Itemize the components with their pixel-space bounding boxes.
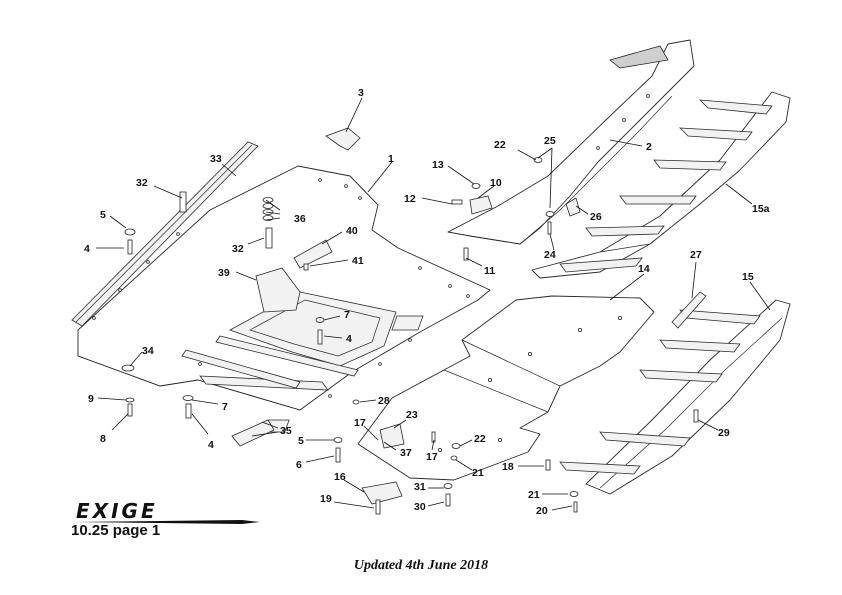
callout-19: 19: [320, 493, 332, 505]
callout-31: 31: [414, 481, 426, 493]
callout-24: 24: [544, 249, 556, 261]
side-sill-strip: [71, 141, 259, 327]
callout-32a: 32: [136, 177, 148, 189]
callout-9: 9: [88, 393, 94, 405]
callout-10: 10: [490, 177, 502, 189]
callout-4a: 4: [84, 243, 90, 255]
callout-28: 28: [378, 395, 390, 407]
callout-21b: 21: [528, 489, 540, 501]
callout-17a: 17: [354, 417, 366, 429]
callout-20: 20: [536, 505, 548, 517]
callout-13: 13: [432, 159, 444, 171]
page-reference: 10.25 page 1: [71, 522, 161, 539]
callout-4c: 4: [208, 439, 214, 451]
callout-14: 14: [638, 263, 650, 275]
callout-22b: 22: [494, 139, 506, 151]
fixing-holes: [92, 178, 470, 398]
callout-37: 37: [400, 447, 412, 459]
callout-11: 11: [484, 265, 495, 277]
callout-32b: 32: [232, 243, 244, 255]
callout-23: 23: [406, 409, 418, 421]
callout-27: 27: [690, 249, 702, 261]
callout-15a: 15a: [752, 203, 770, 215]
rear-diffuser-fin-frame: [559, 299, 791, 495]
callout-22a: 22: [474, 433, 486, 445]
callout-8: 8: [100, 433, 106, 445]
callout-labels: 1 2 3 33 32 5 4 36 32 40 41 39 7 4 34 9 …: [84, 87, 770, 517]
logo-wordmark: EXIGE: [76, 499, 158, 523]
front-splitter-lip: [447, 39, 695, 245]
callout-18: 18: [502, 461, 514, 473]
callout-5b: 5: [298, 435, 304, 447]
front-splitter-assembly: [531, 91, 791, 279]
callout-4b: 4: [346, 333, 352, 345]
callout-34: 34: [142, 345, 154, 357]
callout-29: 29: [718, 427, 730, 439]
callout-26: 26: [590, 211, 602, 223]
callout-5a: 5: [100, 209, 106, 221]
leader-lines: [96, 97, 771, 511]
callout-30: 30: [414, 501, 426, 513]
callout-36: 36: [294, 213, 306, 225]
callout-3: 3: [358, 87, 364, 99]
callout-16: 16: [334, 471, 346, 483]
callout-35: 35: [280, 425, 292, 437]
callout-21a: 21: [472, 467, 484, 479]
callout-25: 25: [544, 135, 556, 147]
updated-date: Updated 4th June 2018: [353, 558, 489, 573]
exige-logo: EXIGE: [74, 499, 260, 524]
callout-7b: 7: [222, 401, 228, 413]
hardware: [121, 127, 707, 515]
callout-2: 2: [646, 141, 652, 153]
callout-12: 12: [404, 193, 416, 205]
callout-33: 33: [210, 153, 222, 165]
callout-39: 39: [218, 267, 230, 279]
callout-41: 41: [352, 255, 364, 267]
callout-6: 6: [296, 459, 302, 471]
callout-1: 1: [388, 153, 394, 165]
callout-40: 40: [346, 225, 358, 237]
callout-7a: 7: [344, 309, 350, 321]
callout-15: 15: [742, 271, 754, 283]
callout-17b: 17: [426, 451, 438, 463]
